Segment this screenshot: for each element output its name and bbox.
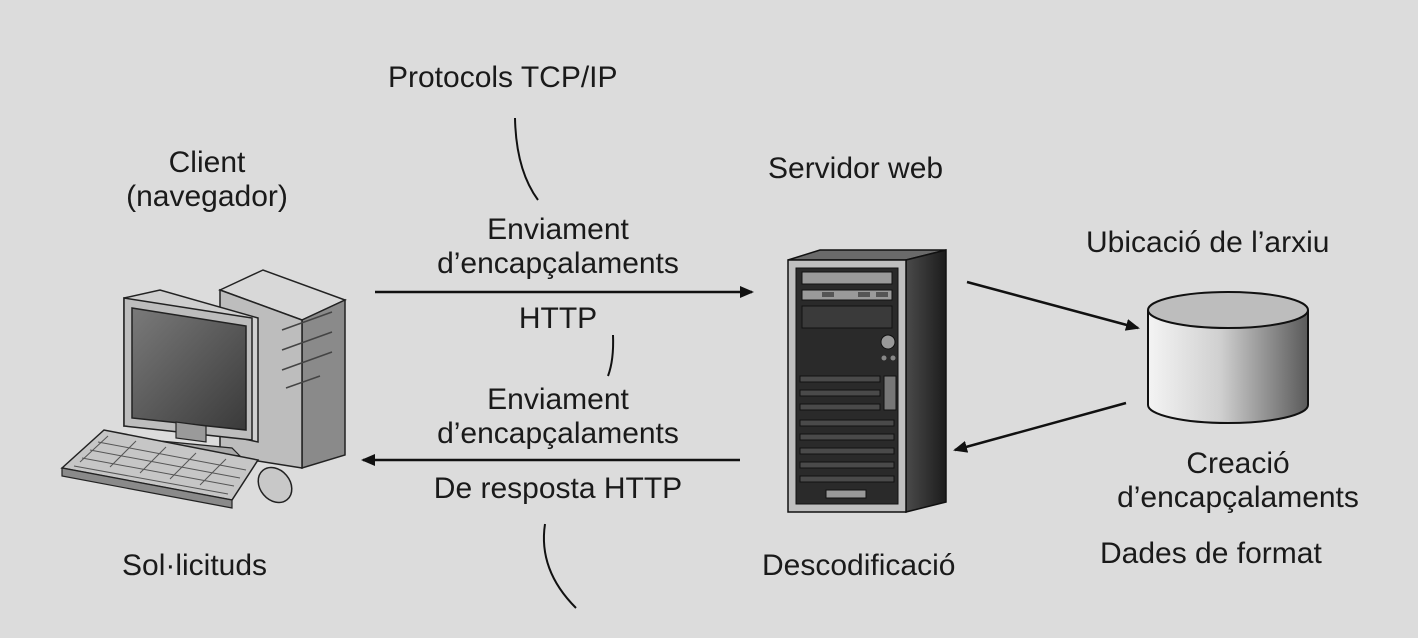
decoding-label: Descodificació (762, 549, 956, 582)
http-callout-line (607, 334, 615, 377)
server-label: Servidor web (768, 152, 944, 185)
database-cylinder-icon (1147, 291, 1309, 424)
protocols-label: Protocols TCP/IP (388, 61, 618, 94)
file-location-label: Ubicació de l’arxiu (1086, 226, 1330, 259)
response-label-line1: Enviament (487, 383, 629, 416)
response-headers-label: Enviament d’encapçalaments (408, 383, 708, 451)
client-label-line2: (navegador) (126, 180, 288, 213)
desktop-computer-icon (60, 269, 347, 509)
tower-server-icon (787, 249, 947, 513)
http-label: HTTP (518, 302, 598, 335)
creation-label-line1: Creació (1186, 447, 1290, 480)
request-label-line1: Enviament (487, 213, 629, 246)
requests-label: Sol·licituds (122, 549, 268, 582)
http-response-label: De resposta HTTP (433, 472, 683, 505)
creation-label-line2: d’encapçalaments (1117, 481, 1359, 514)
response-callout-line (543, 523, 577, 609)
client-label: Client (navegador) (92, 146, 322, 214)
file-to-server-arrow (953, 401, 1127, 453)
request-headers-label: Enviament d’encapçalaments (408, 213, 708, 281)
request-label-line2: d’encapçalaments (437, 247, 679, 280)
format-data-label: Dades de format (1100, 537, 1322, 570)
protocols-callout-line (514, 117, 539, 201)
response-label-line2: d’encapçalaments (437, 417, 679, 450)
client-label-line1: Client (168, 146, 246, 179)
header-creation-label: Creació d’encapçalaments (1108, 447, 1368, 515)
server-to-file-arrow (966, 280, 1140, 331)
